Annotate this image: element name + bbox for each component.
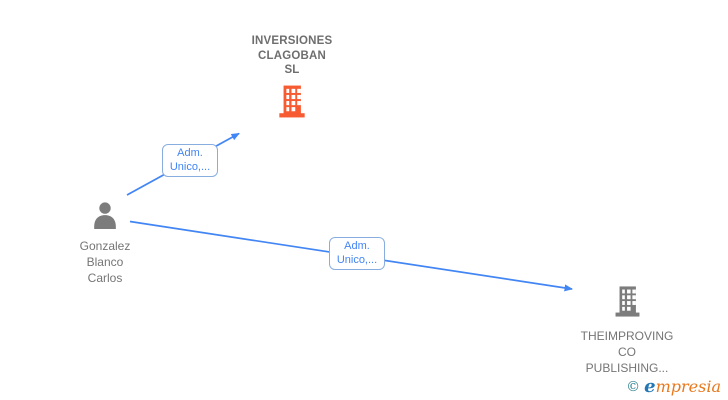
edge-label-line: Unico,... [336, 254, 378, 266]
brand-text: mpresia [655, 377, 721, 396]
building-icon [613, 286, 642, 317]
company-name-line: THEIMPROVING [580, 329, 674, 343]
company-name-line: INVERSIONES [251, 35, 333, 47]
edge-label-line: Adm. [344, 240, 370, 252]
company-name-line: SL [284, 64, 300, 76]
node-company-inversiones-clagoban[interactable]: INVERSIONES CLAGOBAN SL [227, 34, 357, 123]
node-company-theimproving-co-publishing[interactable]: THEIMPROVING CO PUBLISHING... [562, 286, 692, 376]
person-icon [90, 201, 120, 229]
empresia-logo[interactable]: ©empresia [626, 376, 721, 397]
edge-label-adm-unico-right[interactable]: Adm. Unico,... [329, 237, 385, 270]
company-name-line: CO [618, 345, 636, 359]
company-name-line: CLAGOBAN [257, 49, 327, 62]
person-name-line: Gonzalez [79, 239, 131, 253]
copyright-icon: © [626, 379, 641, 395]
brand-letter-e: e [644, 376, 656, 397]
node-person-gonzalez-blanco-carlos[interactable]: Gonzalez Blanco Carlos [55, 201, 155, 286]
edge-label-line: Adm. [177, 147, 203, 159]
person-name-line: Blanco [86, 255, 124, 269]
building-icon [277, 85, 307, 118]
company-name-line: PUBLISHING... [585, 361, 669, 375]
edge-label-adm-unico-top[interactable]: Adm. Unico,... [162, 144, 218, 177]
person-name-line: Carlos [87, 271, 123, 285]
edge-label-line: Unico,... [169, 161, 211, 173]
